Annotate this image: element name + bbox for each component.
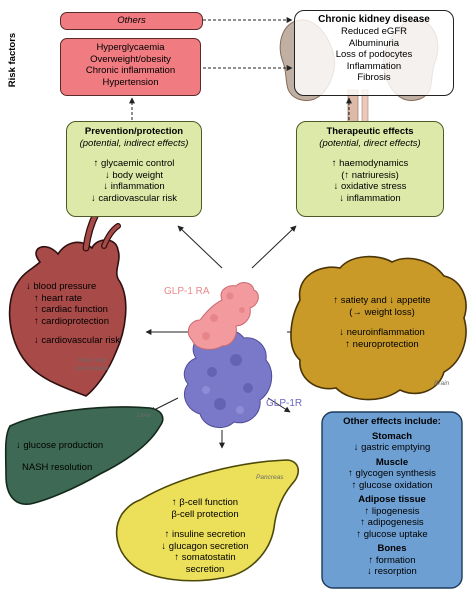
prevention-item: ↓ inflammation — [103, 181, 165, 192]
others-label: Others — [117, 15, 146, 26]
risk-factors-box: Hyperglycaemia Overweight/obesity Chroni… — [60, 38, 201, 96]
other-effects-title: Other effects include: — [343, 416, 441, 427]
other-effects-content: Other effects include: Stomach ↓ gastric… — [322, 416, 462, 578]
risk-item: Chronic inflammation — [85, 65, 176, 76]
heart-icon — [8, 210, 127, 397]
therapeutic-item: (↑ natriuresis) — [341, 169, 399, 181]
therapeutic-item: ↓ oxidative stress — [333, 181, 407, 192]
other-group-item: ↑ glucose oxidation — [351, 479, 433, 491]
brain-item: (→ weight loss) — [349, 306, 415, 318]
ckd-box: Chronic kidney disease Reduced eGFR Albu… — [294, 10, 454, 96]
liver-item: ↓ glucose production — [16, 440, 104, 451]
brain-item: ↓ neuroinflammation — [339, 327, 425, 338]
ckd-item: Reduced eGFR — [340, 26, 407, 37]
prevention-subtitle: (potential, indirect effects) — [79, 137, 189, 149]
other-group-title: Stomach — [371, 430, 413, 442]
prevention-item: ↓ cardiovascular risk — [90, 192, 178, 204]
heart-item: ↓ blood pressure — [26, 281, 97, 292]
heart-item: ↑ cardiac function — [34, 304, 108, 315]
risk-item: Hyperglycaemia — [96, 42, 165, 53]
pancreas-item: β-cell protection — [171, 508, 239, 520]
other-group-item: ↑ formation — [368, 554, 416, 566]
prevention-item: ↑ glycaemic control — [93, 158, 175, 169]
other-effects-box — [321, 411, 463, 589]
arrow-to-therapeutic — [251, 225, 297, 269]
heart-item: ↑ heart rate — [34, 292, 83, 304]
therapeutic-item: ↑ haemodynamics — [331, 158, 409, 169]
risk-factors-side-label: Risk factors — [7, 32, 18, 88]
pancreas-item: secretion — [185, 563, 225, 575]
pancreas-item: ↑ β-cell function — [171, 497, 239, 508]
ckd-item: Loss of podocytes — [335, 49, 413, 60]
ckd-item: Fibrosis — [357, 72, 391, 83]
other-group-title: Bones — [377, 543, 407, 554]
brain-organ-label: Brain — [434, 380, 450, 387]
arrow-to-other-effects — [267, 397, 291, 413]
glp1r-label: GLP-1R — [266, 398, 303, 409]
brain-item: ↑ neuroprotection — [345, 338, 419, 350]
other-group-title: Muscle — [375, 456, 409, 468]
others-box: Others — [60, 12, 203, 30]
brain-icon — [290, 255, 467, 401]
prevention-item: ↓ body weight — [104, 169, 164, 181]
pancreas-item: ↑ insuline secretion — [164, 529, 246, 540]
liver-item — [16, 452, 146, 462]
arrow-to-prevention — [177, 225, 223, 269]
pancreas-icon — [115, 459, 299, 582]
glp1r-receptor-shape — [183, 328, 273, 429]
liver-effects: ↓ glucose production NASH resolution — [16, 440, 146, 473]
glp1-ra-ligand-shape — [187, 282, 259, 350]
glp1-ra-label: GLP-1 RA — [164, 286, 210, 297]
pancreas-item: ↓ glucagon secretion — [161, 540, 249, 552]
brain-item — [312, 318, 452, 327]
other-group-item: ↑ lipogenesis — [364, 505, 420, 517]
risk-item: Overweight/obesity — [90, 53, 171, 65]
prevention-box: Prevention/protection (potential, indire… — [66, 121, 202, 217]
ckd-title: Chronic kidney disease — [318, 14, 430, 25]
heart-effects: ↓ blood pressure ↑ heart rate ↑ cardiac … — [26, 281, 122, 347]
liver-item: NASH resolution — [22, 461, 93, 473]
other-group-item: ↓ resorption — [367, 566, 417, 577]
pancreas-effects: ↑ β-cell function β-cell protection ↑ in… — [130, 497, 280, 575]
pancreas-item: ↑ somatostatin — [174, 552, 236, 563]
pancreas-item — [130, 520, 280, 529]
liver-organ-label: Liver — [137, 412, 152, 419]
brain-effects: ↑ satiety and ↓ appetite (→ weight loss)… — [312, 295, 452, 350]
therapeutic-subtitle: (potential, direct effects) — [319, 137, 421, 149]
heart-organ-label: Heart and vasculature — [75, 357, 109, 372]
brain-item: ↑ satiety and ↓ appetite — [333, 295, 431, 306]
other-group-item: ↑ glucose uptake — [356, 528, 428, 540]
therapeutic-box: Therapeutic effects (potential, direct e… — [296, 121, 444, 217]
risk-item: Hypertension — [102, 76, 159, 88]
pancreas-organ-label: Pancreas — [256, 474, 284, 481]
heart-item — [26, 327, 122, 335]
other-group-item: ↑ adipogenesis — [360, 517, 424, 528]
liver-icon — [4, 406, 164, 505]
ckd-item: Inflammation — [346, 60, 402, 72]
therapeutic-title: Therapeutic effects — [326, 126, 414, 137]
therapeutic-item: ↓ inflammation — [339, 192, 401, 204]
prevention-title: Prevention/protection — [84, 126, 184, 137]
ckd-item: Albuminuria — [348, 37, 400, 49]
heart-item: ↓ cardiovascular risk — [34, 335, 121, 346]
other-group-item: ↓ gastric emptying — [353, 442, 431, 453]
other-group-title: Adipose tissue — [358, 494, 426, 505]
heart-item: ↑ cardioprotection — [34, 315, 109, 327]
other-group-item: ↑ glycogen synthesis — [348, 468, 436, 479]
